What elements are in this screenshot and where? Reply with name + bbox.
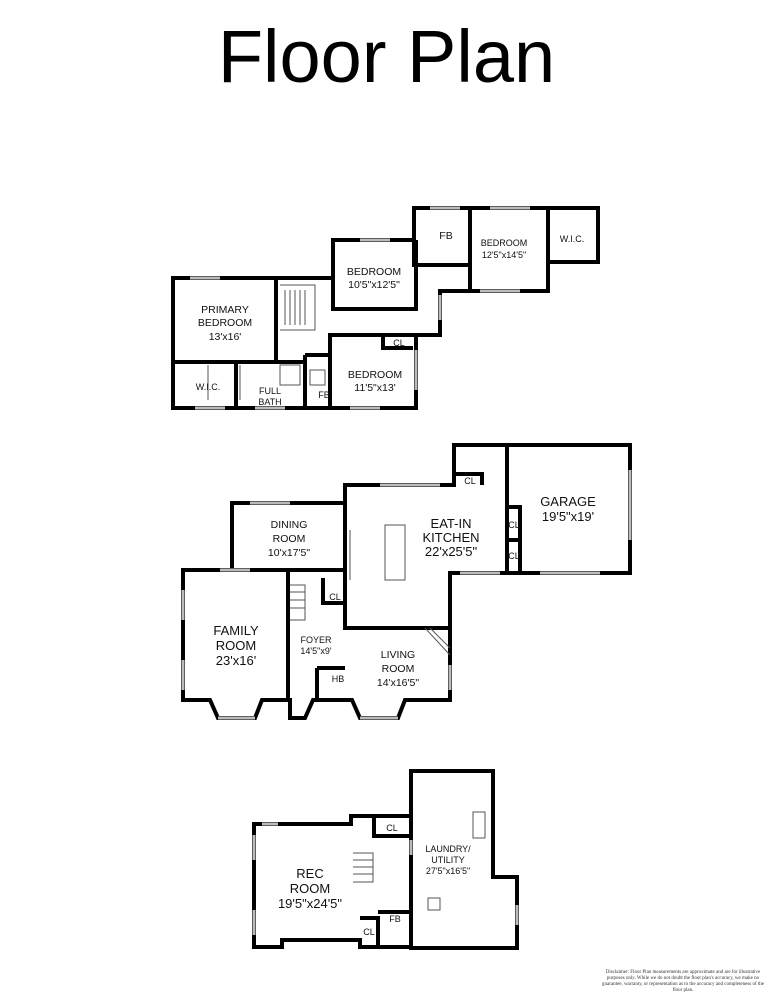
room-primary-bedroom: PRIMARY BEDROOM 13'x16' [198,304,252,343]
room-fb-upper: FB [439,230,452,242]
upper-floor: PRIMARY BEDROOM 13'x16' BEDROOM 10'5"x12… [171,206,600,410]
room-name: FOYER [300,635,332,645]
disclaimer: Disclaimer: Floor Plan measurements are … [602,970,764,993]
closet-label: CL [386,823,398,833]
room-full-bath: BATH [258,397,281,407]
room-name: BEDROOM [347,266,401,278]
room-dims: 19'5"x19' [542,509,594,524]
room-name: KITCHEN [422,530,479,545]
closet-label: CL [329,592,341,602]
room-dims: 14'x16'5" [377,677,419,689]
room-rec: REC ROOM 19'5"x24'5" [278,866,342,911]
closet-label: CL [464,476,476,486]
room-name: BEDROOM [481,238,528,248]
room-bedroom-11x13: BEDROOM 11'5"x13' [348,369,402,394]
room-dims: 27'5"x16'5" [426,866,470,876]
room-name: GARAGE [540,494,596,509]
room-name: UTILITY [431,855,465,865]
room-laundry-utility: LAUNDRY/ UTILITY 27'5"x16'5" [425,844,471,876]
room-dims: 10'5"x12'5" [348,279,400,291]
room-dims: 22'x25'5" [425,544,478,559]
room-dims: 10'x17'5" [268,547,310,559]
room-garage: GARAGE 19'5"x19' [540,494,596,524]
room-fb-lower: FB [389,914,401,924]
room-eat-in-kitchen: EAT-IN KITCHEN 22'x25'5" [422,516,479,559]
room-dims: 23'x16' [216,653,256,668]
room-name: EAT-IN [431,516,472,531]
main-floor: GARAGE 19'5"x19' EAT-IN KITCHEN 22'x25'5… [181,443,632,720]
room-dims: 11'5"x13' [354,382,395,394]
room-name: ROOM [290,881,330,896]
room-bedroom-10x12: BEDROOM 10'5"x12'5" [347,266,401,291]
room-name: BEDROOM [348,369,402,381]
room-name: LIVING [381,649,415,661]
room-dining: DINING ROOM 10'x17'5" [268,519,310,559]
room-dims: 14'5"x9' [300,646,331,656]
room-wic-right: W.I.C. [560,234,585,244]
room-fb-small: FB [318,390,330,400]
room-bedroom-12x14: BEDROOM 12'5"x14'5" [481,238,528,260]
room-name: PRIMARY [201,304,249,316]
room-name: FAMILY [213,623,259,638]
lower-floor: REC ROOM 19'5"x24'5" LAUNDRY/ UTILITY 27… [252,769,519,950]
room-name: ROOM [273,533,306,545]
room-living: LIVING ROOM 14'x16'5" [377,649,419,689]
room-wic-left: W.I.C. [196,382,221,392]
room-name: BEDROOM [198,317,252,329]
page-title: Floor Plan [217,15,556,98]
room-name: REC [296,866,323,881]
closet-label: CL [393,338,405,348]
room-name: LAUNDRY/ [425,844,471,854]
room-name: ROOM [216,638,256,653]
closet-label: CL [363,927,375,937]
closet-label: CL [508,520,520,530]
room-full-bath: FULL [259,386,281,396]
room-dims: 19'5"x24'5" [278,896,342,911]
room-hb: HB [332,674,345,684]
room-foyer: FOYER 14'5"x9' [300,635,332,656]
room-family: FAMILY ROOM 23'x16' [213,623,259,668]
room-dims: 12'5"x14'5" [482,250,526,260]
room-name: ROOM [382,663,415,675]
closet-label: CL [508,551,520,561]
room-name: DINING [271,519,308,531]
room-dims: 13'x16' [209,331,242,343]
